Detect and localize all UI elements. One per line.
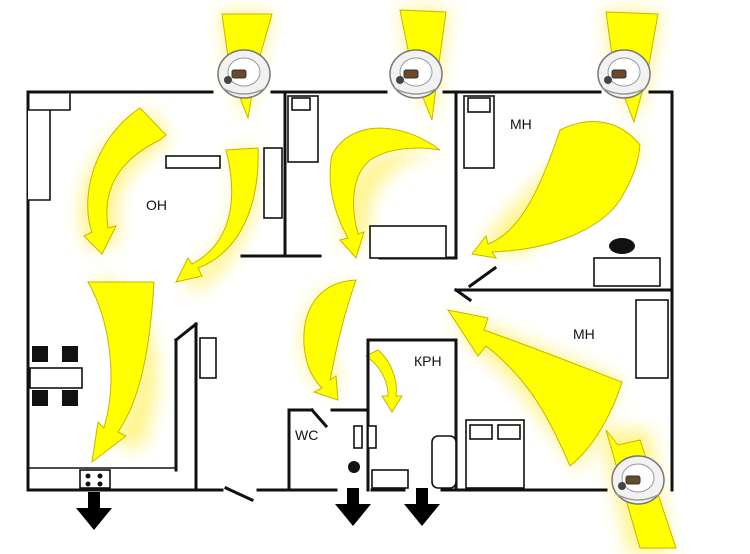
- dresser: [593, 257, 661, 287]
- walls: [26, 90, 674, 502]
- pillow: [497, 424, 521, 440]
- room-label-bathroom: КРН: [414, 353, 442, 369]
- room-labels: ОН МН МН КРН WC: [146, 116, 595, 443]
- airflow-arrow-bath: [365, 349, 403, 413]
- furniture: [29, 95, 669, 489]
- exhaust-outlets: [76, 488, 440, 530]
- floor-drain: [348, 461, 360, 473]
- wall-air-inlet-valve-icon: [597, 49, 651, 99]
- room-label-bedroom-top-right: МН: [510, 116, 532, 132]
- shelf: [165, 155, 221, 169]
- down-arrow-icon: [335, 488, 371, 526]
- burner: [97, 473, 103, 479]
- lamp: [609, 238, 635, 254]
- airflow-arrow-oh-3: [87, 281, 155, 464]
- burner: [85, 473, 91, 479]
- airflow-arrow-hallway: [303, 279, 357, 401]
- bathtub: [431, 435, 457, 489]
- cabinet: [263, 147, 283, 219]
- room-label-living: ОН: [146, 197, 167, 213]
- airflow-arrow-mh-middle: [329, 127, 441, 259]
- room-label-bedroom-bottom-right: МН: [573, 326, 595, 342]
- pillow: [467, 97, 491, 113]
- hallway-cabinet: [199, 337, 217, 379]
- dining-table: [29, 367, 83, 389]
- washer: [371, 469, 409, 489]
- down-arrow-icon: [76, 492, 112, 530]
- chair: [62, 346, 78, 362]
- wall-air-inlet-valve-icon: [611, 455, 665, 505]
- chair: [32, 390, 48, 406]
- pillow: [469, 424, 493, 440]
- stove: [79, 469, 111, 489]
- burner: [85, 481, 91, 487]
- airflow-arrow-mh-top-right: [471, 121, 641, 259]
- wardrobe: [635, 299, 669, 379]
- airflow-arrow-oh-2: [175, 147, 259, 283]
- burner: [97, 481, 103, 487]
- airflow-arrow-mh-bottom-right: [446, 309, 623, 467]
- chair: [62, 390, 78, 406]
- airflow-arrow-oh-1: [83, 107, 167, 255]
- wall-air-inlet-valve-icon: [217, 49, 271, 99]
- toilet-tank: [353, 425, 363, 449]
- sink: [367, 425, 377, 449]
- desk: [369, 225, 447, 259]
- wall-air-inlet-valve-icon: [389, 49, 443, 99]
- chair: [32, 346, 48, 362]
- down-arrow-icon: [404, 488, 440, 526]
- pillow: [291, 97, 311, 111]
- room-label-wc: WC: [295, 427, 318, 443]
